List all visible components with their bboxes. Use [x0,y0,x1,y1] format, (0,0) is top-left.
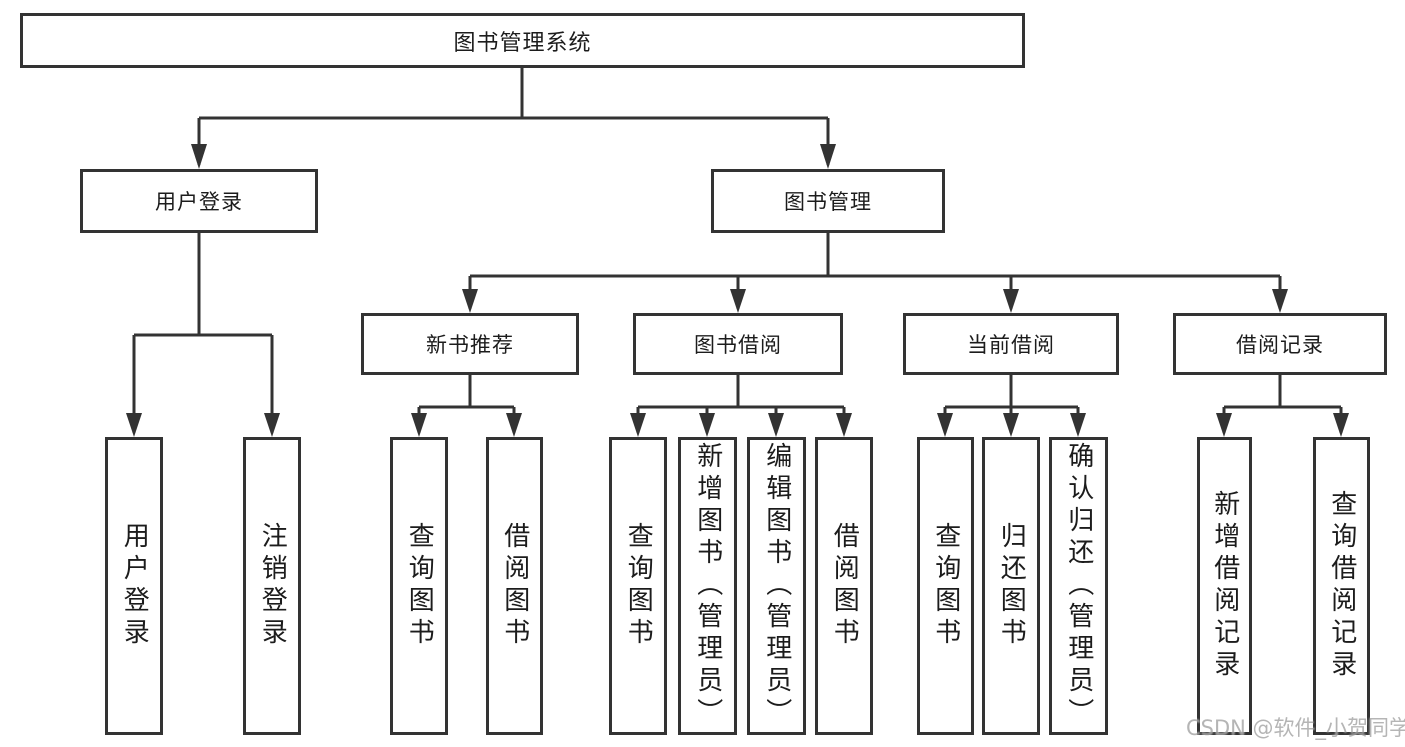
connector-bookmgmt-to-level3 [468,231,1282,309]
leaf-confirm-return-admin: 确认归还（管理员） [1049,437,1108,735]
leaf-query-borrow-record: 查询借阅记录 [1313,437,1370,735]
node-book-borrowing: 图书借阅 [633,313,843,375]
node-label: 查询图书 [623,522,654,650]
node-borrowing-records: 借阅记录 [1173,313,1387,375]
connector-userlogin-to-leaves [132,231,274,433]
node-label: 图书借阅 [694,333,782,357]
node-label: 编辑图书（管理员） [761,442,792,730]
leaf-query-books-borrowing: 查询图书 [609,437,667,735]
node-label: 新增借阅记录 [1209,490,1240,682]
node-label: 确认归还（管理员） [1063,442,1094,730]
node-label: 新增图书（管理员） [692,442,723,730]
node-label: 图书管理系统 [453,30,592,56]
leaf-logout: 注销登录 [243,437,301,735]
connector-borrowing-to-leaves [636,373,846,433]
leaf-add-books-admin: 新增图书（管理员） [678,437,737,735]
leaf-query-books-recommend: 查询图书 [390,437,448,735]
csdn-watermark: CSDN @软件_小贺同学 [1186,716,1405,740]
node-label: 新书推荐 [426,333,514,357]
node-label: 查询图书 [404,522,435,650]
node-new-book-recommendation: 新书推荐 [361,313,579,375]
arrowheads [126,144,1349,437]
node-user-login: 用户登录 [80,169,318,233]
node-label: 归还图书 [996,522,1027,650]
node-label: 图书管理 [784,190,872,214]
connector-root-to-level2 [197,66,830,165]
node-label: 当前借阅 [967,333,1055,357]
node-label: 查询借阅记录 [1326,490,1357,682]
node-label: 借阅记录 [1236,333,1324,357]
connector-records-to-leaves [1222,373,1343,433]
node-current-borrowing: 当前借阅 [903,313,1119,375]
node-label: 用户登录 [119,522,150,650]
connector-newbook-to-leaves [417,373,516,433]
node-label: 查询图书 [930,522,961,650]
leaf-return-books: 归还图书 [982,437,1040,735]
node-library-management-system: 图书管理系统 [20,13,1025,68]
leaf-borrow-books-borrowing: 借阅图书 [815,437,873,735]
node-label: 借阅图书 [829,522,860,650]
node-label: 借阅图书 [499,522,530,650]
leaf-user-login: 用户登录 [105,437,163,735]
node-label: 注销登录 [257,522,288,650]
node-book-management: 图书管理 [711,169,945,233]
leaf-query-books-current: 查询图书 [917,437,974,735]
node-label: 用户登录 [155,190,243,214]
leaf-edit-books-admin: 编辑图书（管理员） [747,437,806,735]
leaf-borrow-books-recommend: 借阅图书 [486,437,543,735]
leaf-add-borrow-record: 新增借阅记录 [1197,437,1252,735]
